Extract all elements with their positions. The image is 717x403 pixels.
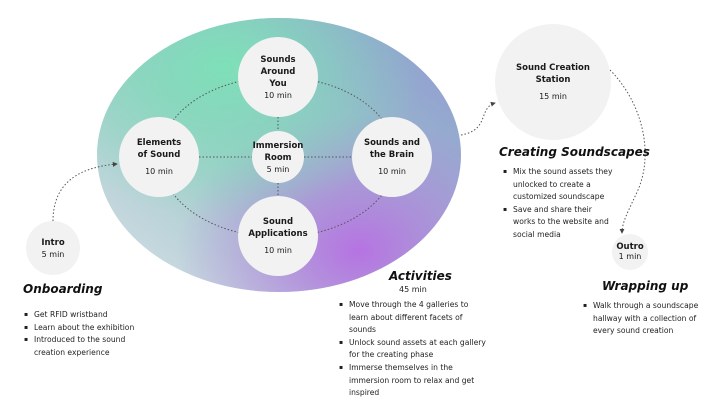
activities-bullets: Move through the 4 galleries to learn ab… — [339, 299, 489, 400]
node-time: 10 min — [264, 246, 292, 255]
bullet-item: Save and share their works to the websit… — [503, 204, 615, 242]
phase-title-creating-soundscapes: Creating Soundscapes — [499, 145, 650, 159]
connector-creation-to-outro — [609, 69, 646, 234]
node-title: Elements of Sound — [136, 138, 182, 160]
node-elements-of-sound[interactable]: Elements of Sound 10 min — [119, 117, 199, 197]
node-title: Sound Creation Station — [516, 63, 590, 85]
phase-title-activities: Activities — [389, 269, 452, 283]
node-title: Intro — [41, 237, 65, 248]
connector-intro-to-elements — [52, 161, 118, 222]
node-time: 10 min — [264, 90, 292, 100]
node-title: Immersion Room — [252, 140, 304, 163]
phase-title-onboarding: Onboarding — [23, 282, 103, 296]
flow-connectors — [52, 69, 646, 234]
node-time: 5 min — [41, 249, 65, 259]
node-intro[interactable]: Intro 5 min — [26, 221, 80, 275]
node-sound-creation-station[interactable]: Sound Creation Station 15 min — [495, 24, 611, 140]
node-title: Sounds and the Brain — [363, 138, 421, 160]
node-time: 5 min — [266, 164, 290, 174]
bullet-item: Introduced to the sound creation experie… — [24, 334, 144, 359]
node-title: Outro — [616, 242, 644, 252]
onboarding-bullets: Get RFID wristband Learn about the exhib… — [24, 309, 144, 359]
phase-title-wrapping-up: Wrapping up — [602, 279, 689, 293]
bullet-item: Learn about the exhibition — [24, 322, 144, 335]
wrapping-bullets: Walk through a soundscape hallway with a… — [583, 300, 701, 338]
node-time: 10 min — [378, 167, 406, 176]
node-title: Sounds Around You — [260, 54, 296, 89]
node-time: 15 min — [539, 92, 567, 101]
phase-time-activities: 45 min — [399, 285, 427, 294]
node-title: Sound Applications — [248, 217, 308, 239]
node-sounds-around-you[interactable]: Sounds Around You 10 min — [238, 37, 318, 117]
node-outro[interactable]: Outro 1 min — [612, 234, 648, 270]
node-time: 1 min — [618, 252, 642, 261]
bullet-item: Immerse themselves in the immersion room… — [339, 362, 489, 400]
bullet-item: Mix the sound assets they unlocked to cr… — [503, 166, 615, 204]
bullet-item: Move through the 4 galleries to learn ab… — [339, 299, 489, 337]
node-time: 10 min — [145, 167, 173, 176]
node-sound-applications[interactable]: Sound Applications 10 min — [238, 196, 318, 276]
bullet-item: Walk through a soundscape hallway with a… — [583, 300, 701, 338]
creating-bullets: Mix the sound assets they unlocked to cr… — [503, 166, 615, 242]
connector-activities-to-creation — [460, 101, 496, 136]
node-immersion-room[interactable]: Immersion Room 5 min — [252, 131, 304, 183]
bullet-item: Unlock sound assets at each gallery for … — [339, 337, 489, 362]
node-sounds-and-the-brain[interactable]: Sounds and the Brain 10 min — [352, 117, 432, 197]
bullet-item: Get RFID wristband — [24, 309, 144, 322]
